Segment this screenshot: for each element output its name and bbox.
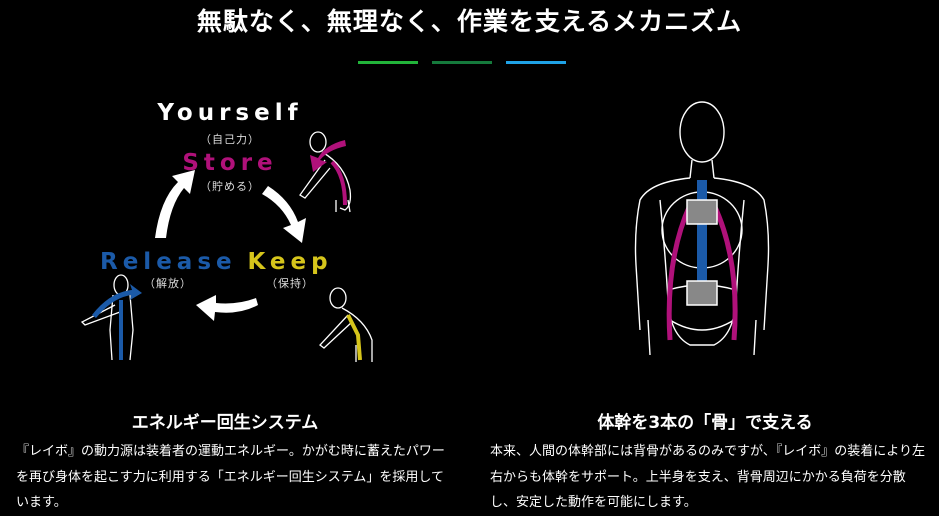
label-store: Store bbox=[182, 150, 278, 176]
spine-bar bbox=[697, 180, 707, 290]
label-release: Release bbox=[100, 249, 237, 275]
store-figure-icon bbox=[299, 131, 352, 213]
accent-bar-blue bbox=[506, 61, 566, 64]
cycle-arrows-icon bbox=[155, 170, 306, 321]
label-keep-sub: （保持） bbox=[266, 277, 314, 290]
trunk-heading: 体幹を3本の「骨」で支える bbox=[597, 413, 813, 433]
label-release-sub: （解放） bbox=[144, 277, 192, 290]
lower-pad bbox=[686, 280, 718, 306]
page-title: 無駄なく、無理なく、作業を支えるメカニズム bbox=[196, 7, 743, 36]
label-store-sub: （貯める） bbox=[200, 180, 260, 193]
side-support-bars bbox=[666, 203, 738, 341]
torso-figure-icon bbox=[634, 101, 770, 356]
accent-bar-green bbox=[358, 61, 418, 64]
upper-pad bbox=[686, 199, 718, 225]
label-keep: Keep bbox=[247, 249, 333, 275]
keep-figure-icon bbox=[319, 287, 373, 362]
energy-text: 『レイボ』の動力源は装着者の運動エネルギー。かがむ時に蓄えたパワーを再び身体を起… bbox=[16, 444, 445, 510]
label-yourself-sub: （自己力） bbox=[200, 133, 260, 146]
accent-bar-dark-green bbox=[432, 61, 492, 64]
energy-heading: エネルギー回生システム bbox=[131, 413, 319, 433]
label-yourself: Yourself bbox=[157, 100, 303, 126]
trunk-text: 本来、人間の体幹部には背骨があるのみですが、『レイボ』の装着により左右からも体幹… bbox=[490, 444, 925, 510]
